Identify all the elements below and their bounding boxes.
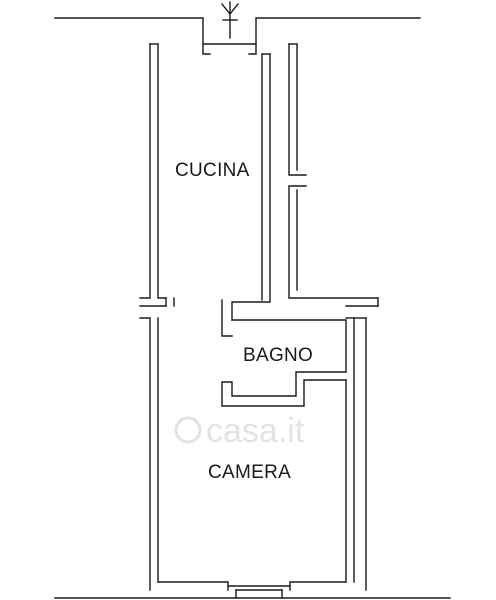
kitchen-right-wall — [231, 53, 271, 321]
watermark-logo-icon — [174, 416, 202, 444]
room-label-cucina: CUCINA — [175, 160, 250, 181]
watermark-text: casa.it — [206, 412, 305, 450]
kitchen-camera-opening — [139, 297, 175, 307]
top-boundary-wall — [54, 17, 421, 55]
watermark: casa.it — [174, 412, 305, 450]
bottom-boundary-wall — [54, 581, 451, 599]
antenna-icon — [221, 1, 239, 39]
right-wall-lower — [353, 317, 367, 591]
left-wall-upper — [139, 43, 167, 299]
right-hall-wall-lower — [288, 185, 379, 307]
room-label-bagno: BAGNO — [243, 345, 313, 366]
left-wall-lower — [139, 317, 159, 591]
room-label-camera: CAMERA — [208, 462, 291, 483]
right-hall-wall-upper — [288, 43, 307, 176]
bathroom-walls — [221, 299, 355, 583]
